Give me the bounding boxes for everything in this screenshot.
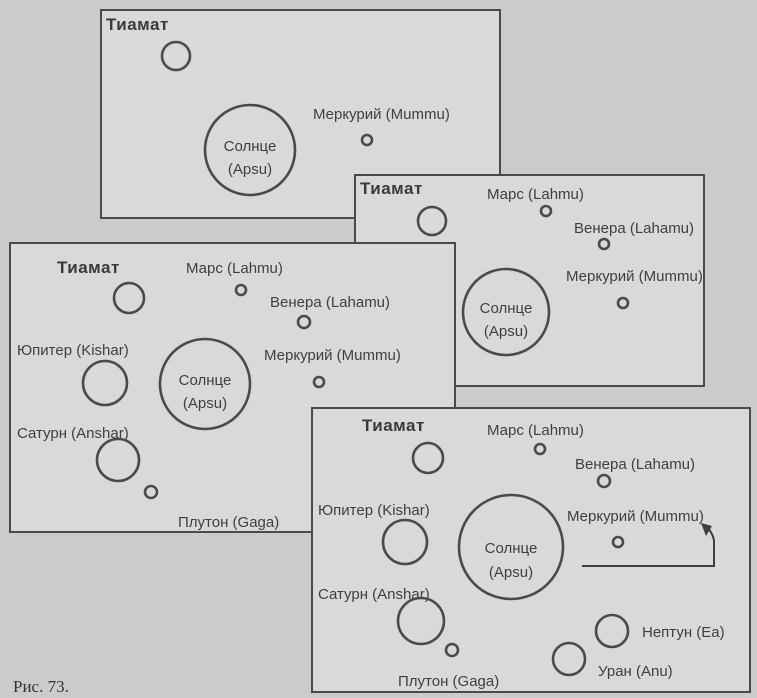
mars-label: Марс (Lahmu) <box>487 186 584 203</box>
venus-planet <box>597 237 611 251</box>
saturn-label: Сатурн (Anshar) <box>318 586 430 603</box>
arrow-head-icon <box>701 523 712 536</box>
mercury-planet <box>616 296 630 310</box>
pluto-planet <box>143 484 159 500</box>
sun-sublabel: (Apsu) <box>228 161 272 178</box>
tiamat-planet <box>411 441 445 475</box>
venus-planet <box>296 314 312 330</box>
sun-label: Солнце <box>224 138 277 155</box>
saturn-planet <box>396 596 446 646</box>
tiamat-label: Тиамат <box>362 416 425 435</box>
sun <box>203 103 297 197</box>
mercury-planet <box>611 535 625 549</box>
jupiter-planet <box>81 359 129 407</box>
sun-label: Солнце <box>480 300 533 317</box>
jupiter-label: Юпитер (Kishar) <box>318 502 430 519</box>
mercury-planet <box>312 375 326 389</box>
sun <box>158 337 252 431</box>
jupiter-planet <box>381 518 429 566</box>
tiamat-label: Тиамат <box>106 15 169 34</box>
uranus-planet <box>551 641 587 677</box>
neptune-label: Нептун (Ea) <box>642 624 725 641</box>
neptune-planet <box>594 613 630 649</box>
mercury-planet <box>360 133 374 147</box>
sun-sublabel: (Apsu) <box>489 564 533 581</box>
tiamat-label: Тиамат <box>360 179 423 198</box>
sun-label: Солнце <box>179 372 232 389</box>
uranus-label: Уран (Anu) <box>598 663 673 680</box>
venus-label: Венера (Lahamu) <box>270 294 390 311</box>
mars-label: Марс (Lahmu) <box>487 422 584 439</box>
sun <box>461 267 551 357</box>
saturn-planet <box>95 437 141 483</box>
pluto-planet <box>444 642 460 658</box>
pluto-label: Плутон (Gaga) <box>398 673 499 690</box>
mercury-label: Меркурий (Mummu) <box>313 106 450 123</box>
mars-label: Марс (Lahmu) <box>186 260 283 277</box>
pluto-label: Плутон (Gaga) <box>178 514 279 531</box>
figure-caption: Рис. 73. <box>13 677 69 696</box>
sun-label: Солнце <box>485 540 538 557</box>
tiamat-planet <box>112 281 146 315</box>
tiamat-planet <box>160 40 192 72</box>
panel-4: Тиамат Марс (Lahmu) Венера (Lahamu) Мерк… <box>311 407 751 693</box>
sun-sublabel: (Apsu) <box>484 323 528 340</box>
sun <box>457 493 565 601</box>
panel-1: Тиамат Меркурий (Mummu) Солнце (Apsu) <box>100 9 501 219</box>
saturn-label: Сатурн (Anshar) <box>17 425 129 442</box>
mars-planet <box>234 283 248 297</box>
tiamat-label: Тиамат <box>57 258 120 277</box>
venus-planet <box>596 473 612 489</box>
sun-sublabel: (Apsu) <box>183 395 227 412</box>
mercury-label: Меркурий (Mummu) <box>567 508 704 525</box>
mercury-label: Меркурий (Mummu) <box>566 268 703 285</box>
venus-label: Венера (Lahamu) <box>575 456 695 473</box>
jupiter-label: Юпитер (Kishar) <box>17 342 129 359</box>
mercury-label: Меркурий (Mummu) <box>264 347 401 364</box>
tiamat-planet <box>416 205 448 237</box>
venus-label: Венера (Lahamu) <box>574 220 694 237</box>
mars-planet <box>539 204 553 218</box>
mars-planet <box>533 442 547 456</box>
